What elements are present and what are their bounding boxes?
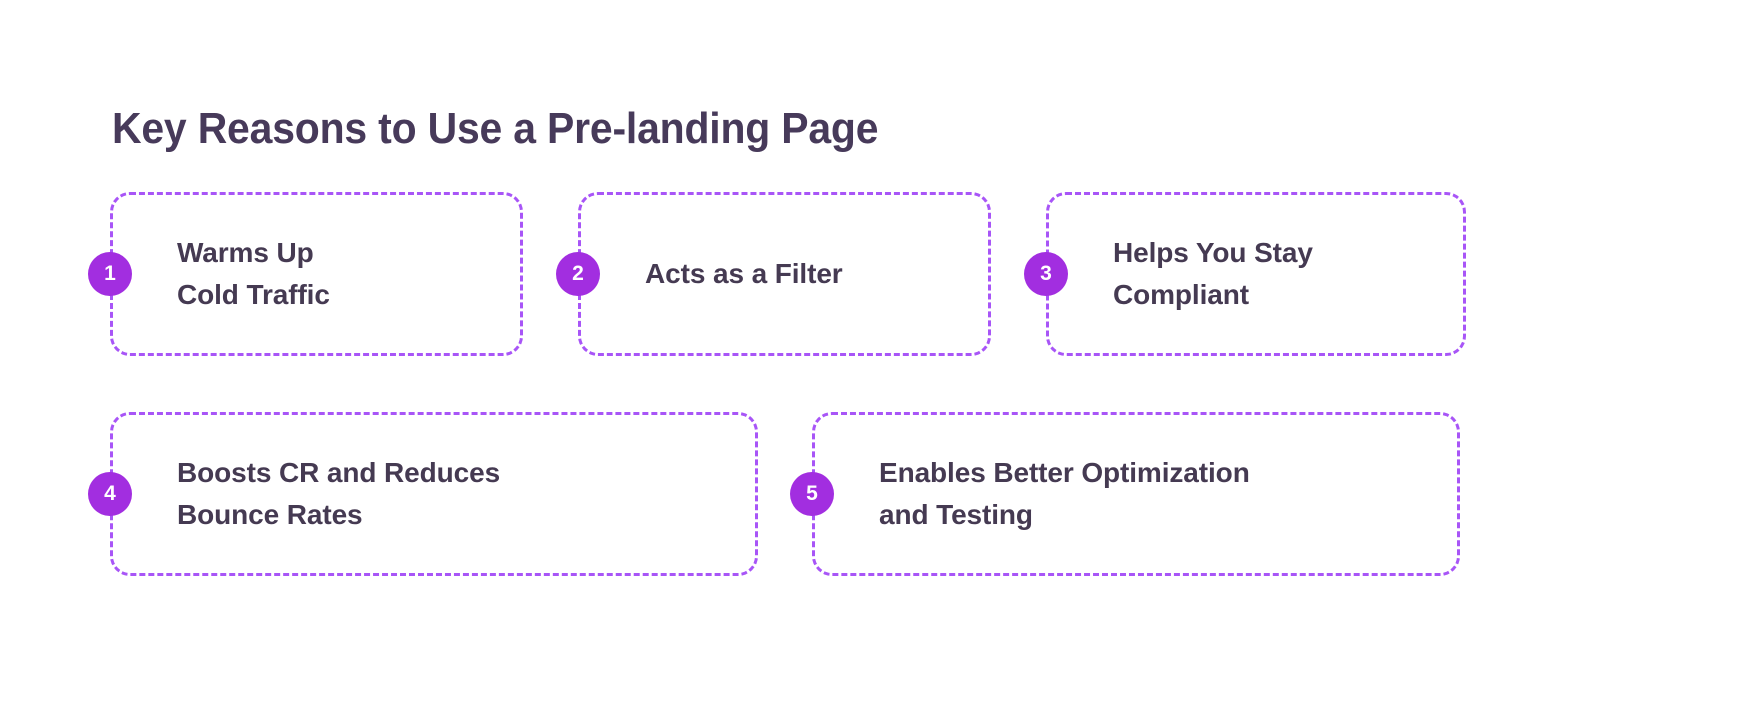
badge-number-2: 2 <box>556 252 600 296</box>
reason-card-5-text: Enables Better Optimization and Testing <box>879 450 1250 537</box>
reason-card-5-line-2: and Testing <box>879 499 1033 530</box>
badge-number-4: 4 <box>88 472 132 516</box>
reason-card-1[interactable]: 1 Warms Up Cold Traffic <box>88 192 523 356</box>
badge-number-1: 1 <box>88 252 132 296</box>
reason-card-2-text: Acts as a Filter <box>645 251 843 297</box>
reason-card-3[interactable]: 3 Helps You Stay Compliant <box>1024 192 1466 356</box>
reason-card-4-line-2: Bounce Rates <box>177 499 363 530</box>
reason-card-2[interactable]: 2 Acts as a Filter <box>556 192 991 356</box>
reason-card-grid: 1 Warms Up Cold Traffic 2 Acts as a Filt… <box>88 192 1466 576</box>
badge-number-5: 5 <box>790 472 834 516</box>
reason-card-4[interactable]: 4 Boosts CR and Reduces Bounce Rates <box>88 412 758 576</box>
reason-card-5[interactable]: 5 Enables Better Optimization and Testin… <box>790 412 1460 576</box>
reason-card-3-line-1: Helps You Stay <box>1113 237 1313 269</box>
badge-number-3: 3 <box>1024 252 1068 296</box>
page-title: Key Reasons to Use a Pre-landing Page <box>112 104 879 154</box>
reason-card-4-text: Boosts CR and Reduces Bounce Rates <box>177 450 500 537</box>
card-row-top: 1 Warms Up Cold Traffic 2 Acts as a Filt… <box>88 192 1466 356</box>
reason-card-1-line-2: Cold Traffic <box>177 279 330 310</box>
card-row-bottom: 4 Boosts CR and Reduces Bounce Rates 5 E… <box>88 412 1460 576</box>
reason-card-3-line-2: Compliant <box>1113 279 1249 310</box>
reason-card-5-line-1: Enables Better Optimization <box>879 457 1250 489</box>
reason-card-3-text: Helps You Stay Compliant <box>1113 230 1313 317</box>
reason-card-1-text: Warms Up Cold Traffic <box>177 230 330 317</box>
reason-card-1-line-1: Warms Up <box>177 237 314 269</box>
reason-card-2-line-1: Acts as a Filter <box>645 258 843 290</box>
reason-card-4-line-1: Boosts CR and Reduces <box>177 457 501 489</box>
